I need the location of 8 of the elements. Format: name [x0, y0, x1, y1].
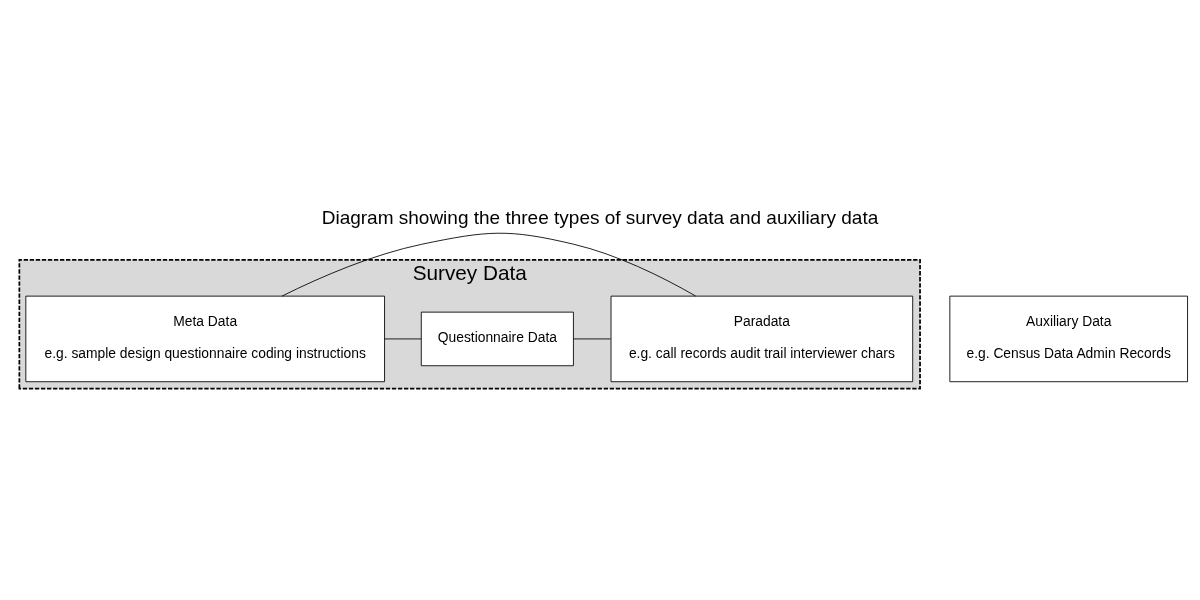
diagram-title: Diagram showing the three types of survey data and auxiliary data — [321, 206, 879, 228]
connector — [281, 232, 697, 296]
node-box: Paradata e.g. call records audit trail interviewer chars — [610, 295, 914, 382]
node-box: Questionnaire Data — [420, 311, 574, 366]
node-box: Auxiliary Data e.g. Census Data Admin Records — [949, 295, 1188, 382]
connector — [384, 338, 422, 339]
connector — [573, 338, 612, 339]
node-box: Meta Data e.g. sample design questionnaire coding instructions — [25, 295, 385, 382]
